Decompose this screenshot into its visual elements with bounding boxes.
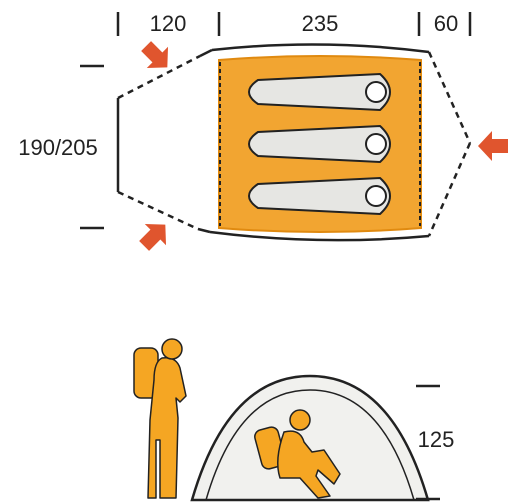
entrance-arrow-icon: [139, 223, 167, 251]
sitting-hiker-body: [277, 430, 341, 499]
front-vestibule-top: [117, 54, 201, 100]
hiker-body: [147, 356, 187, 499]
tent-dome-inner-line: [205, 389, 415, 501]
fly-front-top-corner: [199, 48, 213, 58]
entrance-arrow-icon: [141, 41, 169, 69]
front-vestibule-length-label: 120: [150, 11, 187, 36]
entrance-arrows: [139, 41, 508, 251]
sleeping-pad: [248, 124, 391, 164]
sitting-hiker-icon: [254, 409, 341, 499]
standing-hiker-icon: [133, 338, 187, 499]
fly-outline: [116, 43, 430, 242]
sleeping-pad: [248, 176, 391, 216]
vestibule-outline: [117, 51, 472, 237]
inner-tent-length-label: 235: [302, 11, 339, 36]
width-label: 190/205: [18, 135, 98, 160]
fly-bottom-edge: [209, 230, 430, 242]
height-label: 125: [418, 427, 455, 452]
fly-front-bottom-corner: [197, 227, 211, 234]
pillow-icon: [365, 81, 387, 103]
sitting-hiker-head: [289, 409, 311, 431]
pillow-icon: [365, 185, 387, 207]
side-view: 125: [133, 338, 455, 502]
tent-dome: [190, 374, 430, 502]
entrance-arrow-icon: [478, 131, 508, 161]
rear-vestibule-length-label: 60: [434, 11, 458, 36]
sleeping-pads: [248, 72, 391, 216]
pillow-icon: [365, 133, 387, 155]
top-view: 120 235 60 190/205: [18, 11, 508, 251]
length-ticks: [116, 12, 472, 36]
sleeping-pad: [248, 72, 391, 112]
front-vestibule-bottom: [117, 190, 199, 231]
hiker-head: [161, 338, 183, 360]
rear-vestibule-bottom: [427, 142, 472, 237]
rear-vestibule-top: [427, 51, 472, 144]
fly-top-edge: [211, 43, 430, 54]
